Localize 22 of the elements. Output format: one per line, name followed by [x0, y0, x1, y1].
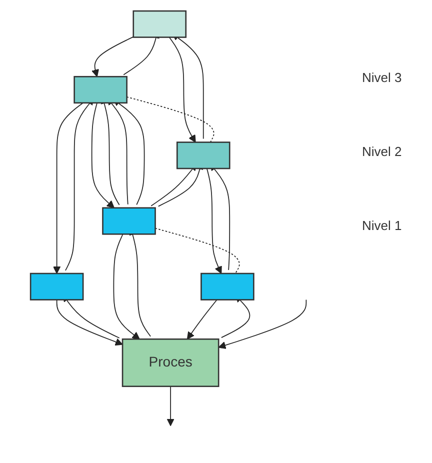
box: [176, 142, 230, 170]
arrow: [206, 168, 222, 274]
arrow: [168, 36, 196, 143]
dashed-line: [126, 96, 214, 143]
box: [29, 272, 84, 300]
box: [73, 76, 127, 104]
box: [200, 272, 254, 300]
level-label: Nivel 2: [362, 144, 403, 159]
arrow: [90, 102, 114, 208]
arrow: [91, 36, 134, 77]
box: [102, 207, 156, 235]
box: [132, 10, 186, 38]
dashed-line: [154, 228, 240, 274]
arrow: [186, 299, 217, 340]
arrow: [218, 299, 306, 349]
arrow: [112, 234, 140, 340]
level-label: Nivel 3: [362, 70, 403, 85]
arrow: [56, 299, 122, 346]
process-box: Proces: [121, 338, 219, 388]
arrow: [52, 102, 83, 274]
arrow: [166, 386, 174, 426]
level-label: Nivel 1: [362, 218, 403, 234]
